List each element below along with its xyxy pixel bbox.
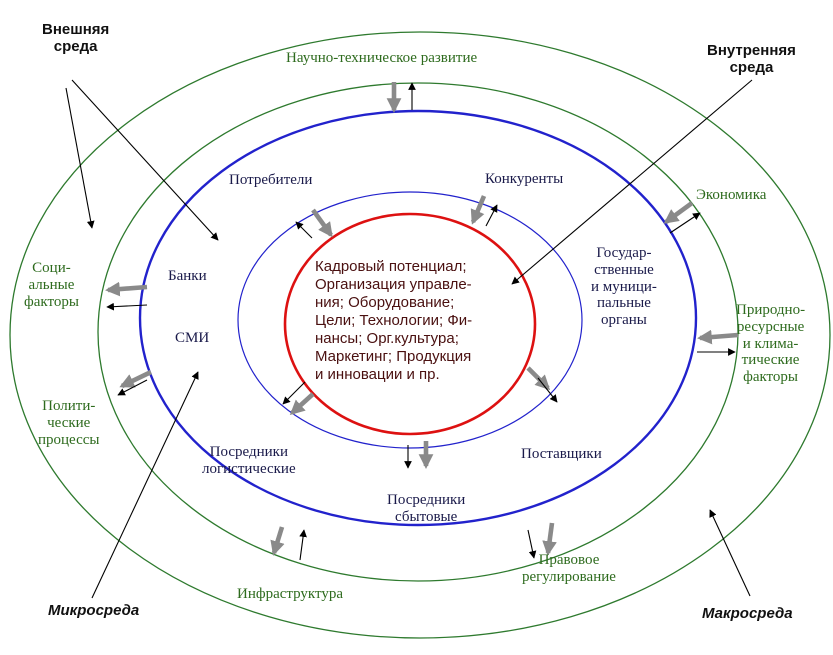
pointer-macro <box>709 509 751 597</box>
black-arrow-logistics <box>282 381 306 405</box>
inner-env-content: Кадровый потенциал; Организация управле-… <box>315 258 473 383</box>
gray-arrow-logistics <box>289 392 315 415</box>
micro-media-label: СМИ <box>175 330 210 346</box>
macro-legal-label: Правовое регулирование <box>522 552 616 585</box>
internal-env-label: Внутренняя среда <box>707 42 796 76</box>
micro-intermediaries-sales-label: Посредники сбытовые <box>387 492 466 525</box>
micro-banks-label: Банки <box>168 268 207 284</box>
pointer-micro <box>91 371 199 599</box>
black-arrow-economy <box>669 212 701 234</box>
macro-political-label: Полити- ческие процессы <box>38 398 100 448</box>
micro-consumers-label: Потребители <box>229 172 313 188</box>
microenv-label: Микросреда <box>48 602 140 619</box>
pointer-internal <box>511 79 753 285</box>
inner-ring <box>283 212 537 436</box>
external-env-label: Внешняя среда <box>42 21 110 55</box>
macro-infrastructure-label: Инфраструктура <box>237 586 344 602</box>
micro-intermediaries-logistics-label: Посредники логистические <box>202 444 296 477</box>
gray-arrow-infra <box>270 526 285 556</box>
black-arrow-legal <box>527 529 537 559</box>
gray-arrows <box>105 82 739 556</box>
black-arrow-political <box>117 379 148 396</box>
micro-inner-ring <box>237 191 583 449</box>
black-arrow-social <box>106 302 148 311</box>
macro-natural-label: Природно- ресурсные и клима- тические фа… <box>736 302 806 386</box>
outer-ring <box>9 31 831 639</box>
pointer-external-1 <box>65 87 95 229</box>
gray-arrow-natural <box>697 329 739 345</box>
black-arrow-suppliers <box>537 377 558 403</box>
micro-suppliers-label: Поставщики <box>521 446 602 462</box>
gray-arrow-political <box>119 369 152 389</box>
macro-economy-label: Экономика <box>696 187 767 203</box>
gray-arrow-economy <box>663 201 694 224</box>
black-arrow-infra <box>299 529 307 561</box>
macro-sci-tech-label: Научно-техническое развитие <box>286 50 478 66</box>
macro-social-label: Соци- альные факторы <box>24 260 79 310</box>
macroenv-label: Макросреда <box>702 605 793 622</box>
micro-competitors-label: Конкуренты <box>485 171 564 187</box>
pointer-external-2 <box>71 79 219 241</box>
gray-arrow-competitors <box>470 195 487 225</box>
micro-government-label: Государ- ственные и муници- пальные орга… <box>591 245 657 329</box>
black-arrows <box>106 82 736 561</box>
gray-arrow-legal <box>542 522 557 556</box>
gray-arrow-social <box>105 281 148 297</box>
macro-ring <box>97 82 739 582</box>
gray-arrow-consumers <box>311 208 333 238</box>
black-arrow-consumers <box>295 221 313 239</box>
micro-outer-ring <box>138 109 698 527</box>
black-arrow-competitors <box>485 204 498 227</box>
